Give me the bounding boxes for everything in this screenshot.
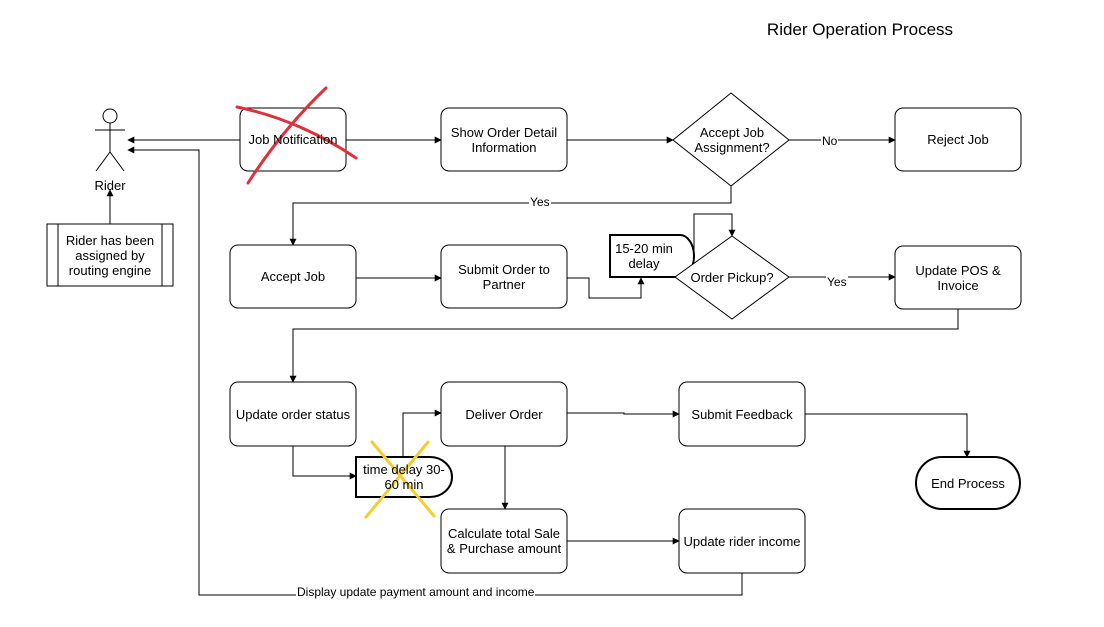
calculate-total-label: Calculate total Sale & Purchase amount bbox=[446, 526, 562, 556]
red-cross-mark bbox=[235, 86, 358, 185]
reject-job-label: Reject Job bbox=[927, 132, 989, 147]
edge-deliver-to-feedback bbox=[567, 410, 680, 418]
submit-order-label: Submit Order to Partner bbox=[458, 261, 550, 292]
accept-assignment-label: Accept Job Assignment? bbox=[694, 125, 770, 155]
submit-feedback-label: Submit Feedback bbox=[691, 406, 793, 422]
calculate-total-shape bbox=[440, 508, 568, 574]
update-status-label: Update order status bbox=[235, 406, 351, 422]
edge-decision-yes-to-accept bbox=[289, 186, 732, 246]
update-pos-label: Update POS & Invoice bbox=[915, 262, 1001, 293]
job-notification-label: Job Notification bbox=[248, 132, 338, 147]
rider-assigned-label: Rider has been assigned by routing engin… bbox=[65, 232, 155, 278]
edge-label-display-payment: Display update payment amount and income bbox=[296, 585, 536, 599]
end-process-label: End Process bbox=[931, 475, 1005, 491]
delivery-delay-shape bbox=[355, 456, 453, 498]
deliver-order-shape bbox=[440, 381, 568, 447]
end-process-shape bbox=[915, 456, 1021, 510]
edge-pos-to-status bbox=[289, 309, 959, 383]
update-income-shape bbox=[678, 508, 806, 574]
show-order-detail-shape bbox=[440, 107, 568, 172]
rider-assigned-process-shape bbox=[46, 223, 174, 287]
order-pickup-decision-shape bbox=[674, 235, 790, 320]
accept-job-label: Accept Job bbox=[260, 269, 326, 284]
diagram-title: Rider Operation Process bbox=[766, 20, 954, 39]
submit-feedback-shape bbox=[678, 381, 806, 447]
edge-income-to-rider bbox=[127, 146, 743, 596]
edge-delay-to-pickup bbox=[693, 213, 736, 256]
edge-label-yes-pickup: Yes bbox=[826, 275, 848, 289]
pickup-delay-label: 15-20 min delay bbox=[615, 241, 673, 271]
rider-actor-label: Rider bbox=[94, 177, 126, 193]
edge-label-no: No bbox=[821, 134, 839, 148]
deliver-order-label: Deliver Order bbox=[465, 406, 543, 422]
submit-order-shape bbox=[440, 244, 568, 309]
accept-job-shape bbox=[229, 244, 357, 309]
yellow-cross-mark bbox=[364, 440, 436, 519]
edge-feedback-to-end bbox=[805, 413, 971, 458]
update-status-shape bbox=[229, 381, 357, 447]
show-order-detail-label: Show Order Detail Information bbox=[450, 124, 558, 155]
update-income-label: Update rider income bbox=[683, 533, 801, 549]
edge-label-yes-assignment: Yes bbox=[529, 195, 551, 209]
accept-assignment-decision-shape bbox=[672, 92, 790, 187]
order-pickup-label: Order Pickup? bbox=[690, 269, 774, 285]
reject-job-shape bbox=[894, 107, 1022, 172]
edge-submit-to-delay bbox=[567, 277, 645, 299]
edge-delay-to-deliver bbox=[402, 409, 442, 457]
update-pos-shape bbox=[894, 245, 1022, 310]
rider-actor-icon bbox=[95, 108, 125, 172]
delivery-delay-label: time delay 30-60 min bbox=[363, 462, 445, 492]
edge-status-to-delay bbox=[292, 446, 357, 480]
